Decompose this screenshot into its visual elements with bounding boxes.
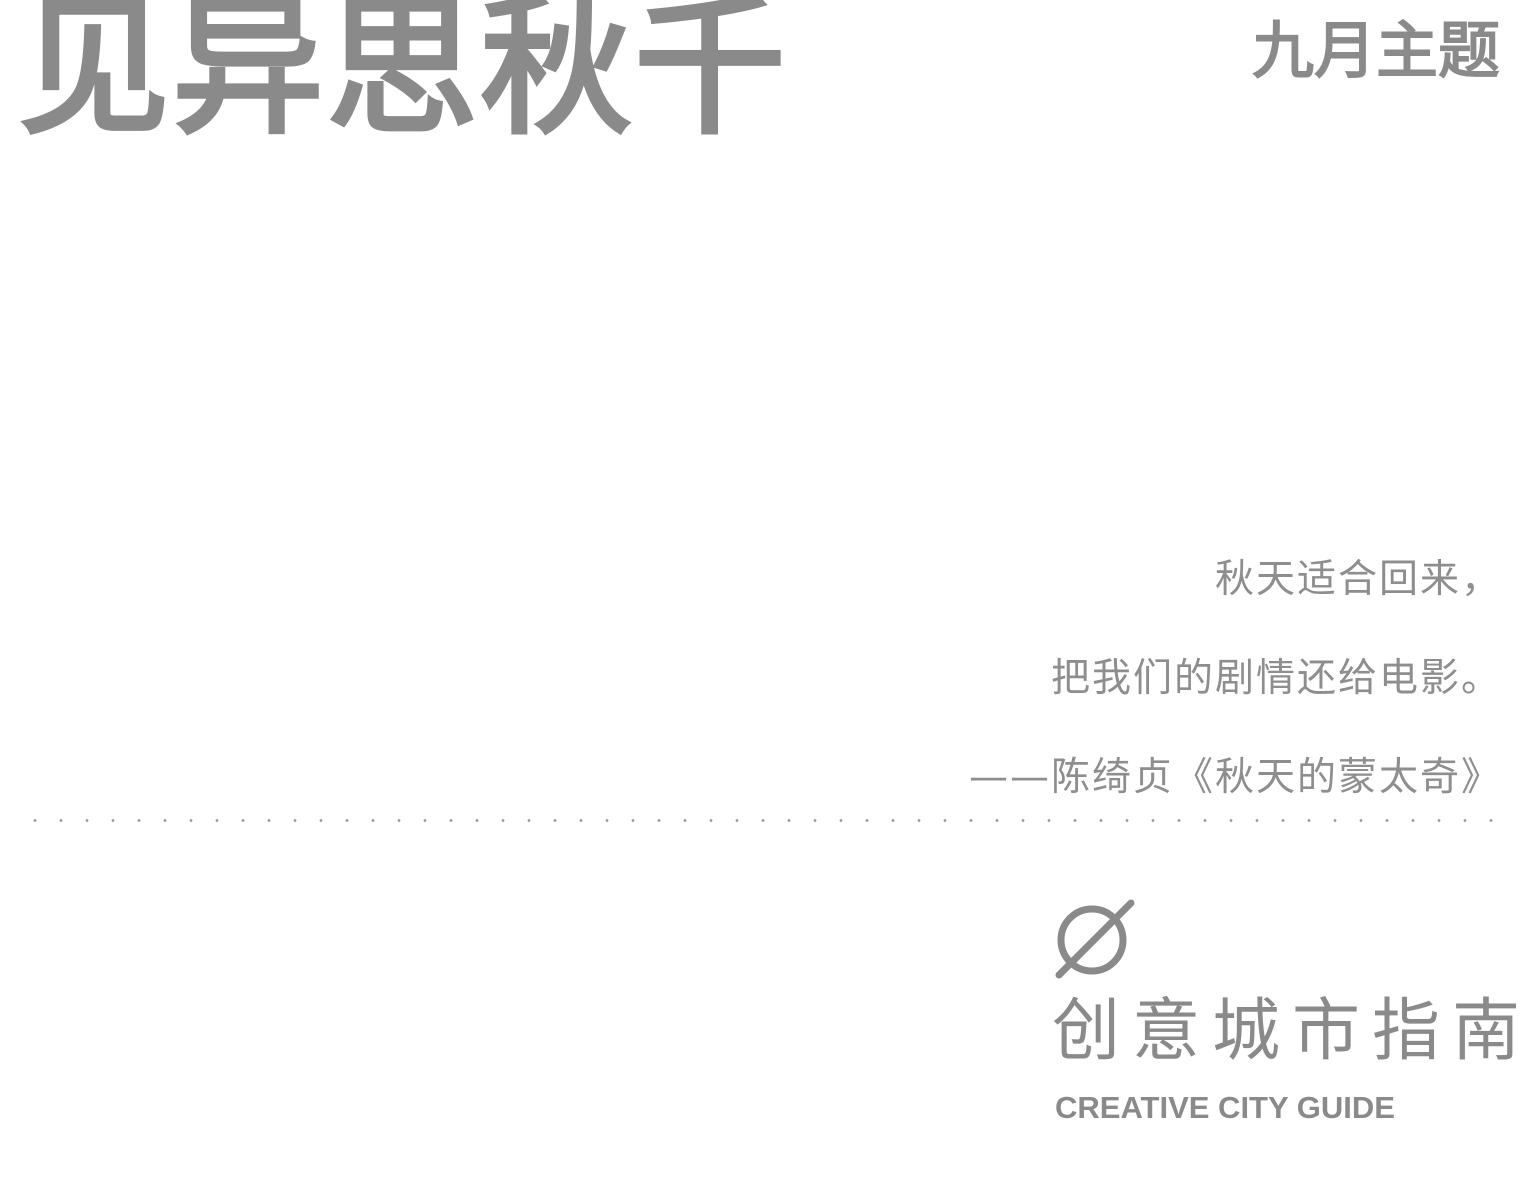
dotted-divider <box>22 819 1500 822</box>
page-title: 见异思秋千 <box>18 0 788 156</box>
brand-name-en: CREATIVE CITY GUIDE <box>1055 1090 1395 1125</box>
brand-name-cn: 创意城市指南 <box>1052 992 1520 1071</box>
quote-line-1: 秋天适合回来， <box>1214 557 1502 602</box>
month-theme-label: 九月主题 <box>1251 14 1500 87</box>
empty-set-icon <box>1055 899 1135 979</box>
quote-line-2: 把我们的剧情还给电影。 <box>1050 656 1502 701</box>
quote-attribution: ——陈绮贞《秋天的蒙太奇》 <box>968 755 1502 800</box>
quote-block: 秋天适合回来， 把我们的剧情还给电影。 ——陈绮贞《秋天的蒙太奇》 <box>969 530 1502 827</box>
